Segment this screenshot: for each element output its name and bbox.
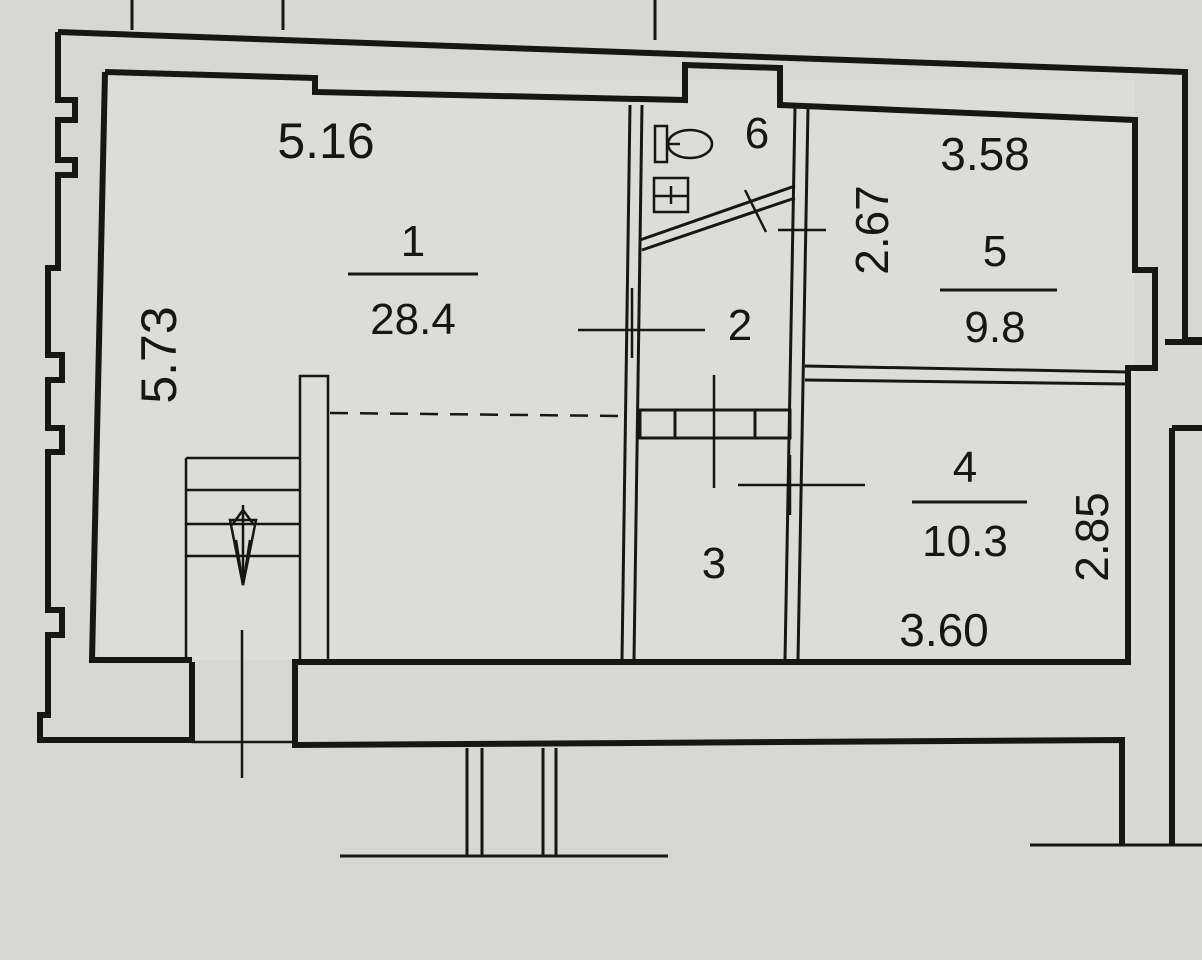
exterior-posts (340, 748, 1202, 858)
neighbor-wall-lines (130, 0, 657, 40)
toilet-icon (653, 124, 714, 164)
dashed-guide-line (329, 411, 621, 418)
room4-area: 10.3 (922, 517, 1008, 566)
outer-wall (37, 29, 1202, 845)
dim-room1-width: 5.16 (277, 113, 374, 169)
leader-lines (578, 189, 865, 515)
staircase-arrow-icon (228, 518, 258, 586)
room3-number: 3 (702, 539, 726, 588)
fraction-bars (348, 272, 1057, 504)
room6-number: 6 (745, 109, 769, 158)
room5-number: 5 (983, 227, 1007, 276)
room2-number: 2 (728, 301, 752, 350)
sink-icon (652, 176, 690, 214)
dim-room5-width: 3.58 (940, 128, 1030, 180)
room1-area: 28.4 (370, 295, 456, 344)
room1-number: 1 (401, 217, 425, 266)
room4-number: 4 (953, 443, 977, 492)
dim-room4-width: 3.60 (899, 604, 989, 656)
room5-area: 9.8 (964, 303, 1025, 352)
dim-room5-height: 2.67 (846, 185, 898, 275)
staircase (184, 374, 330, 663)
dim-room1-height: 5.73 (131, 306, 187, 403)
entrance (192, 630, 292, 778)
dim-room4-height: 2.85 (1066, 492, 1118, 582)
partitions (620, 104, 1129, 661)
